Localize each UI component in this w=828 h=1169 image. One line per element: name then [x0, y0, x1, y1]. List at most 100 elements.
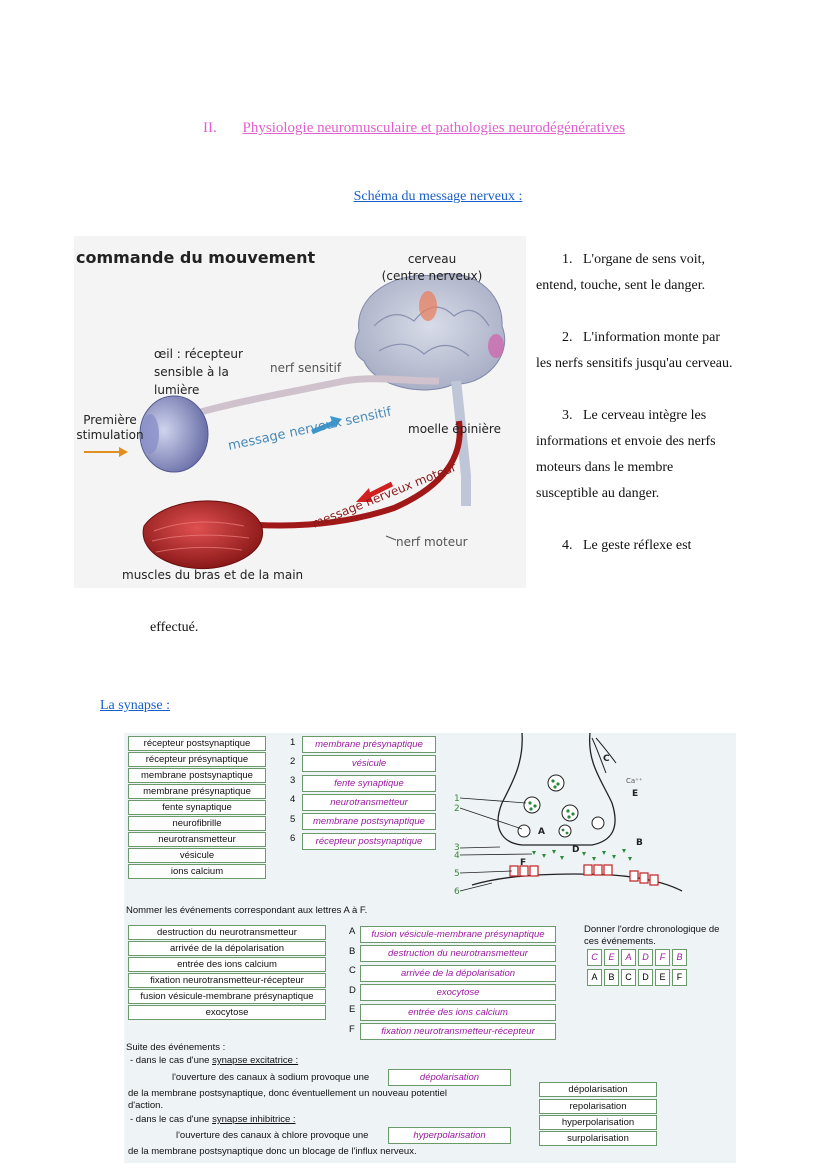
word-bank-item: neurotransmetteur	[128, 832, 266, 847]
word-bank-item: ions calcium	[128, 864, 266, 879]
answer-box: membrane présynaptique	[302, 736, 436, 753]
vesicle	[517, 824, 531, 838]
motor-nerve	[223, 420, 463, 529]
label-oeil-3: lumière	[154, 383, 199, 397]
answer-number: 6	[290, 833, 296, 844]
step-item: 4. Le geste réflexe est	[562, 538, 692, 553]
inhibitory-answer: hyperpolarisation	[388, 1127, 511, 1144]
event-answer: destruction du neurotransmetteur	[360, 945, 556, 962]
step-item: 3. Le cerveau intègre les informations e…	[536, 408, 716, 449]
label-moelle: moelle épinière	[408, 422, 501, 436]
order-letter-cell: F	[672, 969, 687, 986]
diagram-label-b: B	[636, 838, 643, 848]
inhibitory-cont: de la membrane postsynaptique donc un bl…	[128, 1146, 417, 1157]
synapse-title: La synapse :	[100, 698, 170, 713]
polarisation-bank-item: repolarisation	[539, 1099, 657, 1114]
section-number: II.	[203, 120, 217, 136]
diagram-label-f: F	[520, 858, 526, 868]
order-answer-cell: D	[638, 949, 653, 966]
vesicle	[523, 796, 541, 814]
order-instruction-1: Donner l'ordre chronologique de	[584, 924, 720, 935]
order-letter-cell: C	[621, 969, 636, 986]
order-answer-cell: A	[621, 949, 636, 966]
diagram-label-a: A	[538, 827, 545, 837]
event-bank-item: destruction du neurotransmetteur	[128, 925, 326, 940]
diagram-label-ca: Ca⁺⁺	[626, 777, 643, 785]
order-answer-cell: E	[604, 949, 619, 966]
inhibitory-case: - dans le cas d'une synapse inhibitrice …	[130, 1114, 296, 1125]
label-stimulation: stimulation	[76, 428, 143, 442]
diagram-label-e: E	[632, 789, 638, 799]
section-title: Physiologie neuromusculaire et pathologi…	[242, 120, 625, 136]
answer-box: récepteur postsynaptique	[302, 833, 436, 850]
diagram-label-6: 6	[454, 887, 460, 897]
diagram-label-5: 5	[454, 869, 460, 879]
answer-box: neurotransmetteur	[302, 794, 436, 811]
step-item: 1. L'organe de sens voit, entend, touche…	[536, 252, 706, 293]
section-heading: II. Physiologie neuromusculaire et patho…	[0, 120, 828, 137]
label-message-moteur: message nerveux moteur	[310, 460, 458, 531]
word-bank-item: neurofibrille	[128, 816, 266, 831]
event-answer: entrée des ions calcium	[360, 1004, 556, 1021]
order-letter-cell: E	[655, 969, 670, 986]
event-bank-item: fusion vésicule-membrane présynaptique	[128, 989, 326, 1004]
order-letter-cell: B	[604, 969, 619, 986]
suite-title: Suite des événements :	[126, 1042, 226, 1053]
synapse-diagram: 1 2 3 4 5 6 C Ca⁺⁺ E A D B F	[454, 733, 683, 897]
answer-number: 5	[290, 814, 296, 825]
label-cerveau: cerveau	[408, 252, 456, 266]
event-answer: exocytose	[360, 984, 556, 1001]
event-bank-item: arrivée de la dépolarisation	[128, 941, 326, 956]
event-bank-item: exocytose	[128, 1005, 326, 1020]
eye-shape	[139, 395, 209, 473]
presynaptic-terminal	[497, 733, 616, 846]
diagram-label-4: 4	[454, 851, 460, 861]
synapse-exercise: récepteur postsynaptique récepteur présy…	[124, 733, 736, 1163]
diagram-label-1: 1	[454, 794, 460, 804]
label-nerf-moteur: nerf moteur	[396, 535, 468, 549]
event-bank-item: entrée des ions calcium	[128, 957, 326, 972]
polarisation-bank-item: dépolarisation	[539, 1082, 657, 1097]
label-nerf-sensitif: nerf sensitif	[270, 361, 342, 375]
word-bank-item: membrane postsynaptique	[128, 768, 266, 783]
order-instruction-2: ces événements.	[584, 936, 656, 947]
order-answer-cell: C	[587, 949, 602, 966]
nerve-message-diagram: commande du mouvement cerveau (centre ne…	[76, 248, 506, 582]
word-bank-item: vésicule	[128, 848, 266, 863]
diagram-label-2: 2	[454, 804, 460, 814]
diagram-label-c: C	[603, 754, 610, 764]
answer-box: membrane postsynaptique	[302, 813, 436, 830]
event-answer: fusion vésicule-membrane présynaptique	[360, 926, 556, 943]
steps-list: 1. L'organe de sens voit, entend, touche…	[536, 247, 736, 585]
step-4-continuation: effectué.	[150, 620, 199, 635]
sensory-arrow	[311, 419, 337, 435]
label-muscles: muscles du bras et de la main	[122, 568, 303, 582]
step-item: moteurs dans le membre susceptible au da…	[536, 460, 674, 501]
event-letter: A	[349, 926, 356, 937]
answer-box: fente synaptique	[302, 775, 436, 792]
event-bank-item: fixation neurotransmetteur-récepteur	[128, 973, 326, 988]
answer-box: vésicule	[302, 755, 436, 772]
inhibitory-line: l'ouverture des canaux à chlore provoque…	[176, 1130, 369, 1141]
events-instruction: Nommer les événements correspondant aux …	[126, 905, 368, 916]
order-answer-cell: B	[672, 949, 687, 966]
figure-title: commande du mouvement	[76, 248, 316, 267]
event-letter: E	[349, 1004, 356, 1015]
event-letter: F	[349, 1024, 355, 1035]
brain-shape	[354, 273, 506, 391]
answer-number: 2	[290, 756, 296, 767]
label-oeil-2: sensible à la	[154, 365, 229, 379]
nerve-message-figure: commande du mouvement cerveau (centre ne…	[74, 236, 526, 588]
vesicle	[558, 824, 572, 838]
schema-title: Schéma du message nerveux :	[353, 189, 523, 204]
event-letter: D	[349, 985, 356, 996]
diagram-label-3: 3	[454, 843, 460, 853]
label-message-sensitif: message nerveux sensitif	[227, 405, 393, 454]
vesicle	[561, 804, 579, 822]
event-answer: fixation neurotransmetteur-récepteur	[360, 1023, 556, 1040]
step-item: 2. L'information monte par les nerfs sen…	[536, 330, 733, 371]
vesicle	[547, 774, 565, 792]
order-letter-cell: D	[638, 969, 653, 986]
answer-number: 4	[290, 794, 296, 805]
event-letter: C	[349, 965, 356, 976]
